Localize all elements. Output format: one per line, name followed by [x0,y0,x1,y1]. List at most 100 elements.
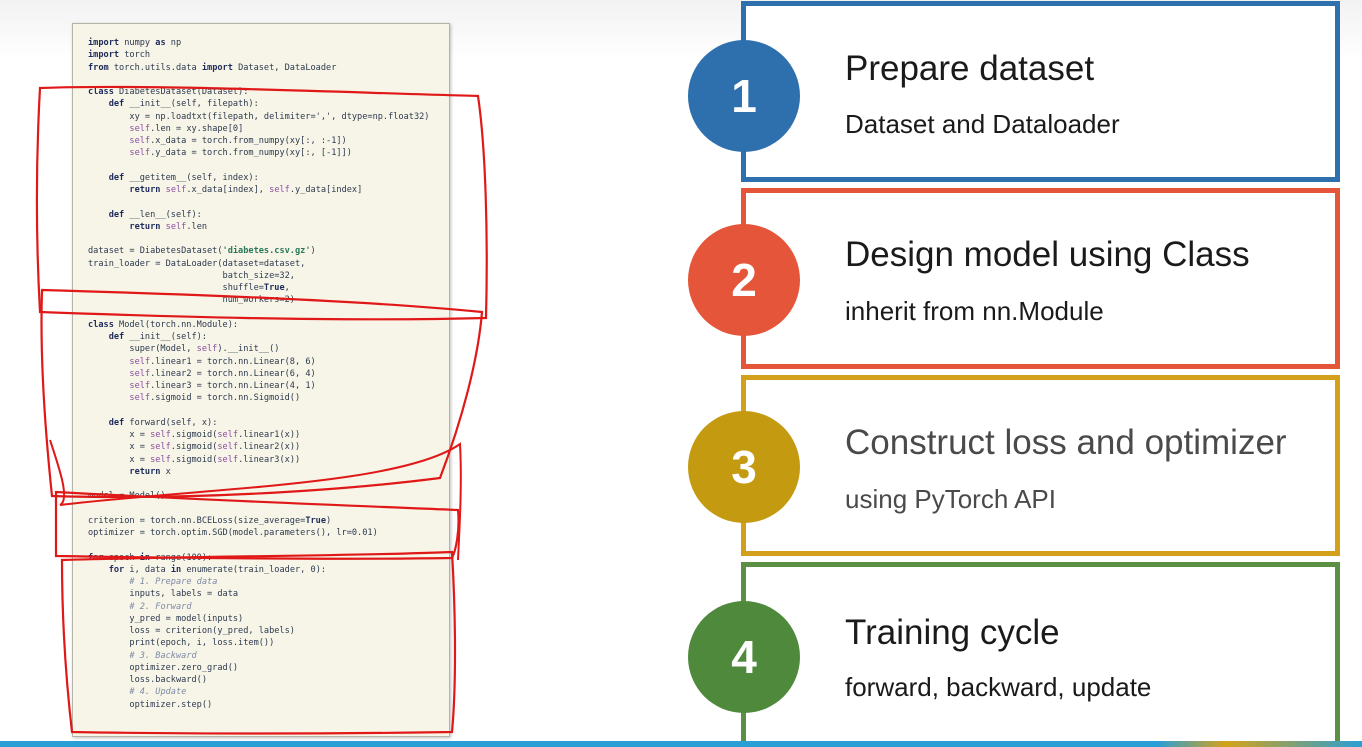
step-subtitle-2: inherit from nn.Module [845,296,1104,326]
code-token: batch_size=32, [88,270,295,281]
step-number-2: 2 [688,224,800,336]
code-token: .x_data[index], [186,185,270,195]
code-token: self [217,442,239,453]
code-line: x = self.sigmoid(self.linear2(x)) [88,441,429,453]
code-token: def [108,209,125,220]
code-line [88,307,429,319]
code-line: self.y_data = torch.from_numpy(xy[:, [-1… [88,147,429,159]
code-line [88,539,429,551]
step-number-3: 3 [688,411,800,523]
code-token: # 2. Forward [129,601,192,612]
code-token: ) [326,515,332,526]
code-token: print(epoch, i, loss.item()) [88,638,275,649]
code-token: True [263,283,285,293]
code-line: self.linear2 = torch.nn.Linear(6, 4) [88,368,429,380]
code-token: for [88,552,104,563]
code-token [88,577,129,587]
code-token: epoch [103,552,140,563]
code-token: self [150,454,171,465]
code-token: torch.utils.data [108,62,202,73]
code-token: optimizer.step() [88,699,213,710]
code-line: def __init__(self, filepath): [88,98,429,110]
code-token: class [88,87,114,97]
code-token: def [108,332,125,342]
code-line [88,196,429,208]
code-token: ) [310,246,316,257]
code-token [88,99,109,109]
code-token: return [129,466,161,477]
code-token: torch [119,50,151,61]
step-number-4: 4 [688,601,800,713]
code-token: self [129,136,151,146]
code-token: def [108,99,125,110]
code-token: x = [88,454,151,465]
code-token: self [165,185,187,195]
code-token [88,332,109,342]
code-line: model = Model() [88,490,429,502]
step-title-1: Prepare dataset [845,49,1095,88]
code-token: self [129,393,151,404]
code-line: self.linear1 = torch.nn.Linear(8, 6) [88,356,429,368]
code-token [88,185,129,195]
code-line: def __len__(self): [88,209,429,221]
code-token: for [108,564,125,575]
code-line: def __init__(self): [88,331,429,343]
code-token: .linear1 = torch.nn.Linear(8, 6) [150,356,316,367]
code-token: # 1. Prepare data [129,577,218,587]
code-token: criterion = torch.nn.BCELoss(size_averag… [88,515,306,526]
code-token: forward(self, x): [124,417,218,428]
code-token: .len [186,221,208,232]
code-token: ).__init__() [217,344,280,355]
code-token: .y_data[index] [289,185,363,195]
code-line: inputs, labels = data [88,588,429,600]
code-token: self [269,185,290,195]
code-token [88,381,129,391]
code-token: .len = xy.shape[0] [150,123,244,134]
code-token: numpy [119,38,156,48]
code-token: loss.backward() [88,675,207,685]
code-token: self [129,368,151,379]
code-token: __init__(self): [124,332,208,342]
code-line: # 3. Backward [88,650,429,662]
step-title-4: Training cycle [845,613,1060,652]
code-token: , [284,283,290,293]
code-line: return self.len [88,221,429,233]
code-line: self.x_data = torch.from_numpy(xy[:, :-1… [88,135,429,147]
code-token: return [129,221,161,232]
code-token [88,651,129,661]
code-token: .linear2(x)) [238,442,301,453]
code-line: class Model(torch.nn.Module): [88,319,429,331]
code-token: i, data [124,564,171,575]
code-line: y_pred = model(inputs) [88,613,429,625]
code-line: self.linear3 = torch.nn.Linear(4, 1) [88,380,429,392]
code-line: import numpy as np [88,37,429,49]
code-token [88,222,129,232]
code-line: num_workers=2) [88,294,429,306]
step-number-1: 1 [688,40,800,152]
code-token: .linear1(x)) [238,430,301,440]
code-token: # 3. Backward [129,650,197,661]
step-subtitle-1: Dataset and Dataloader [845,109,1120,139]
code-token: self [129,123,151,134]
code-token: def [108,417,125,428]
code-line: batch_size=32, [88,270,429,282]
code-token: self [129,356,151,367]
code-token [88,210,109,220]
code-line: self.len = xy.shape[0] [88,123,429,135]
code-token: super(Model, [88,344,197,355]
code-token [88,148,129,158]
code-token: x [160,466,171,477]
code-token: import [201,62,233,73]
code-token: import [88,50,120,61]
code-token: __len__(self): [124,209,202,220]
code-line: print(epoch, i, loss.item()) [88,637,429,649]
code-token: in [170,564,182,575]
code-token: shuffle= [88,283,264,293]
code-line: for epoch in range(100): [88,552,429,564]
code-token [88,467,129,477]
code-token: train_loader = DataLoader(dataset=datase… [88,258,306,269]
code-token: range(100): [150,552,213,563]
code-token [88,418,109,428]
code-token: self [217,430,239,440]
code-line: from torch.utils.data import Dataset, Da… [88,62,429,74]
